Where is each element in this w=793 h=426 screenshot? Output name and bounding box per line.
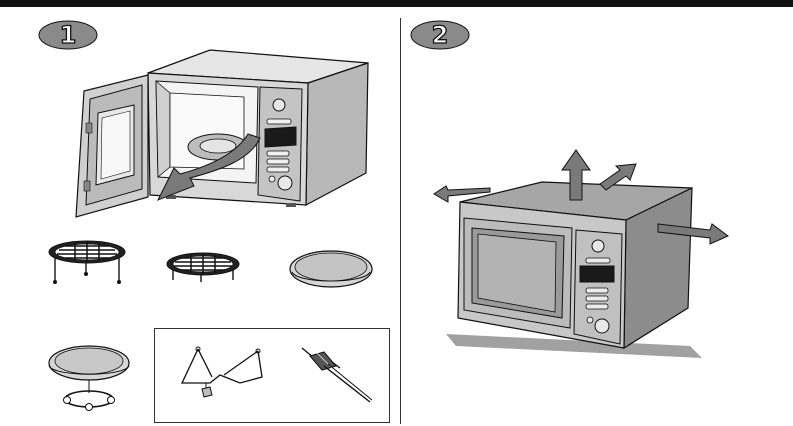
low-rack-icon bbox=[163, 250, 243, 284]
high-rack-icon bbox=[45, 238, 130, 286]
temperature-probe-icon bbox=[296, 344, 376, 406]
column-divider bbox=[400, 18, 401, 424]
step-badge-2: 2 bbox=[410, 20, 470, 50]
top-rule bbox=[0, 0, 793, 7]
glass-tray-icon bbox=[287, 248, 375, 292]
roller-ring-tray-icon bbox=[45, 343, 133, 413]
rack-support-icon bbox=[176, 345, 266, 403]
step-number-2: 2 bbox=[410, 20, 470, 50]
rotation-arrow-icon bbox=[150, 130, 270, 220]
microwave-clearance-icon bbox=[430, 148, 750, 358]
